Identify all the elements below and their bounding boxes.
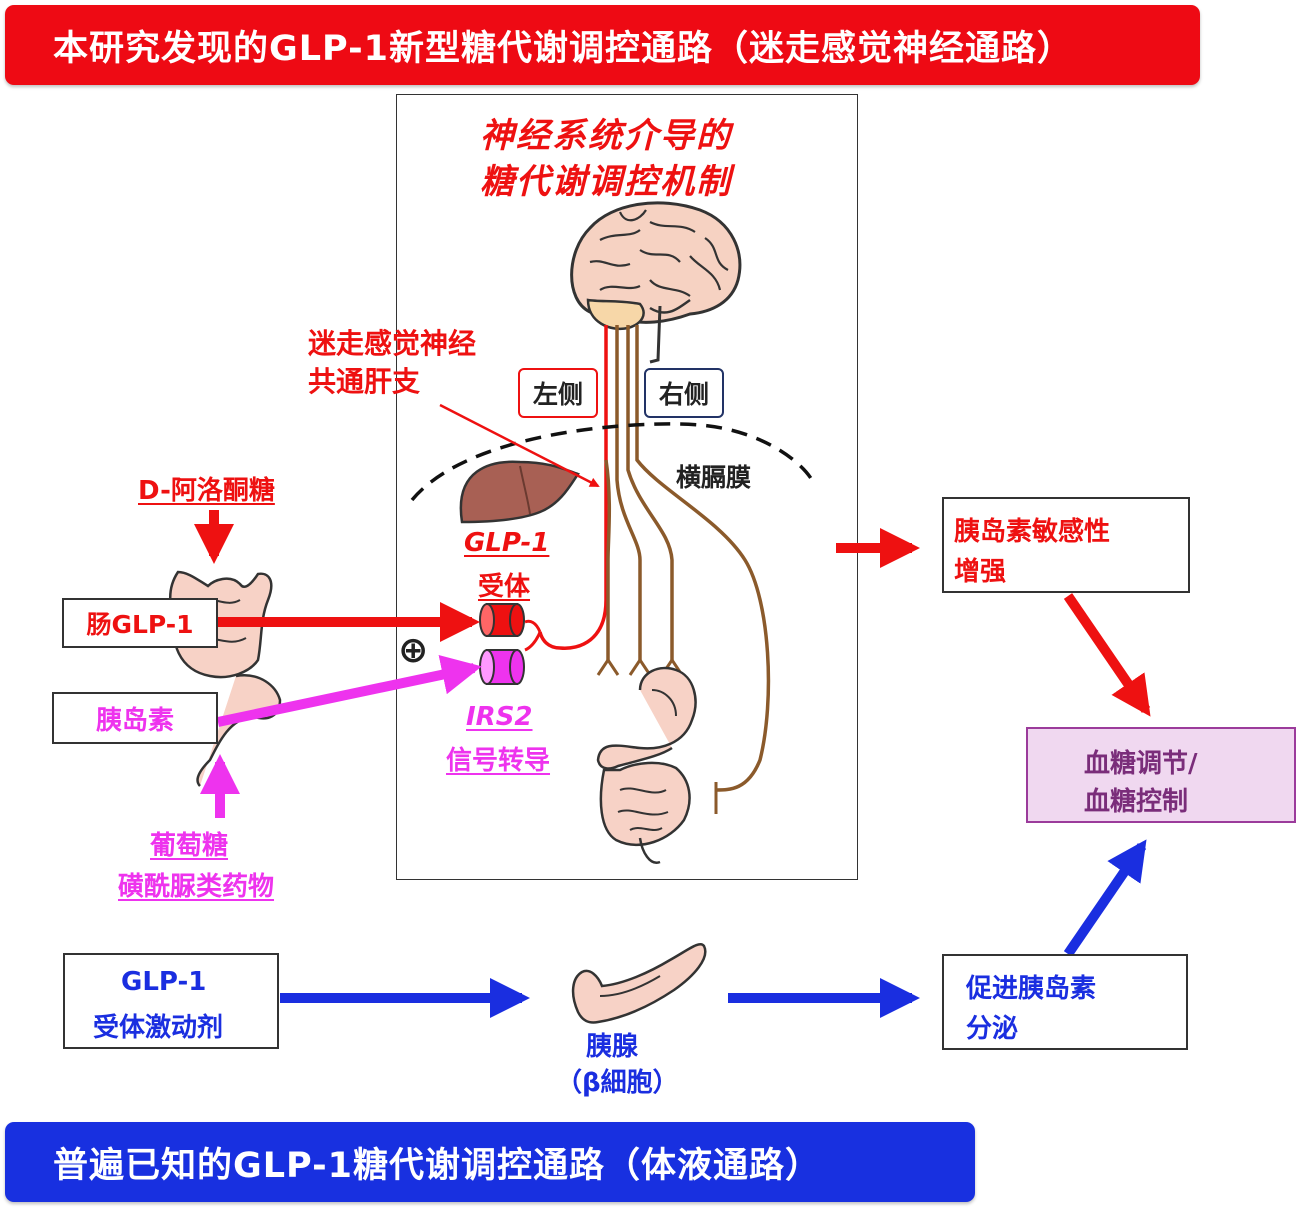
- glp1-receptor-label-line2: 受体: [478, 572, 531, 602]
- plus-symbol: ⊕: [398, 630, 429, 671]
- brain-icon: [570, 201, 742, 364]
- glucose-label-line2: 磺酰脲类药物: [118, 872, 275, 902]
- receptor-icon: [479, 603, 525, 685]
- insulin-sensitivity-box: 胰岛素敏感性 增强: [942, 497, 1190, 593]
- sensitivity-to-control-arrow: [1063, 593, 1151, 717]
- bottom-banner-text: 普遍已知的GLP-1糖代谢调控通路（体液通路）: [53, 1145, 821, 1186]
- control-label-line1: 血糖调节/: [1084, 749, 1198, 779]
- insulin-label: 胰岛素: [95, 705, 174, 736]
- right-side-label: 右侧: [658, 380, 709, 409]
- left-side-label: 左侧: [532, 380, 583, 409]
- glucose-label-line1: 葡萄糖: [150, 831, 229, 861]
- insulin-secretion-box: 促进胰岛素 分泌: [942, 954, 1188, 1050]
- gut-glp1-box: 肠GLP-1: [62, 598, 218, 648]
- efferent-nerves: [604, 325, 771, 792]
- gut-glp1-label: 肠GLP-1: [86, 610, 194, 639]
- irs2-label-line2: 信号转导: [446, 746, 551, 776]
- intestine-icon: [599, 761, 691, 864]
- bottom-banner: 普遍已知的GLP-1糖代谢调控通路（体液通路）: [5, 1122, 975, 1202]
- irs2-label-line1: IRS2: [466, 702, 533, 732]
- panel-title-line1: 神经系统介导的: [480, 116, 732, 156]
- vagus-pointer-arrow: [439, 403, 600, 488]
- liver-icon: [459, 460, 580, 524]
- pancreas-label-line1: 胰腺: [586, 1032, 639, 1062]
- vagus-label-line2: 共通肝支: [308, 365, 421, 398]
- insulin-box: 胰岛素: [52, 692, 218, 744]
- agonist-label-line2: 受体激动剂: [93, 1013, 224, 1043]
- secretion-label-line1: 促进胰岛素: [966, 974, 1097, 1004]
- top-banner: 本研究发现的GLP-1新型糖代谢调控通路（迷走感觉神经通路）: [5, 5, 1200, 85]
- pancreas-icon: [571, 943, 707, 1024]
- insulin-to-irs2-arrow: [216, 655, 482, 727]
- sensitivity-label-line1: 胰岛素敏感性: [954, 517, 1111, 547]
- left-side-tag: 左侧: [518, 368, 598, 418]
- vagus-label-line1: 迷走感觉神经: [308, 327, 477, 360]
- vagus-sensory-nerve: [538, 325, 608, 650]
- control-label-line2: 血糖控制: [1084, 787, 1189, 817]
- secretion-label-line2: 分泌: [966, 1014, 1019, 1044]
- panel-title-line2: 糖代谢调控机制: [480, 162, 732, 202]
- top-banner-text: 本研究发现的GLP-1新型糖代谢调控通路（迷走感觉神经通路）: [53, 28, 1073, 69]
- pancreas-label-line2: （β細胞）: [556, 1068, 679, 1098]
- sensitivity-label-line2: 增强: [954, 557, 1007, 587]
- diaphragm-line: [410, 422, 814, 502]
- right-side-tag: 右侧: [644, 368, 724, 418]
- glp1-agonist-box: GLP-1 受体激动剂: [63, 953, 279, 1049]
- diaphragm-label: 横膈膜: [676, 463, 752, 492]
- agonist-label-line1: GLP-1: [121, 967, 207, 997]
- glucose-control-box: 血糖调节/ 血糖控制: [1026, 727, 1296, 823]
- stomach-icon: [596, 666, 697, 770]
- secretion-to-control-arrow: [1063, 839, 1147, 957]
- d-allulose-label: D-阿洛酮糖: [138, 476, 275, 506]
- glp1-receptor-label-line1: GLP-1: [464, 528, 550, 558]
